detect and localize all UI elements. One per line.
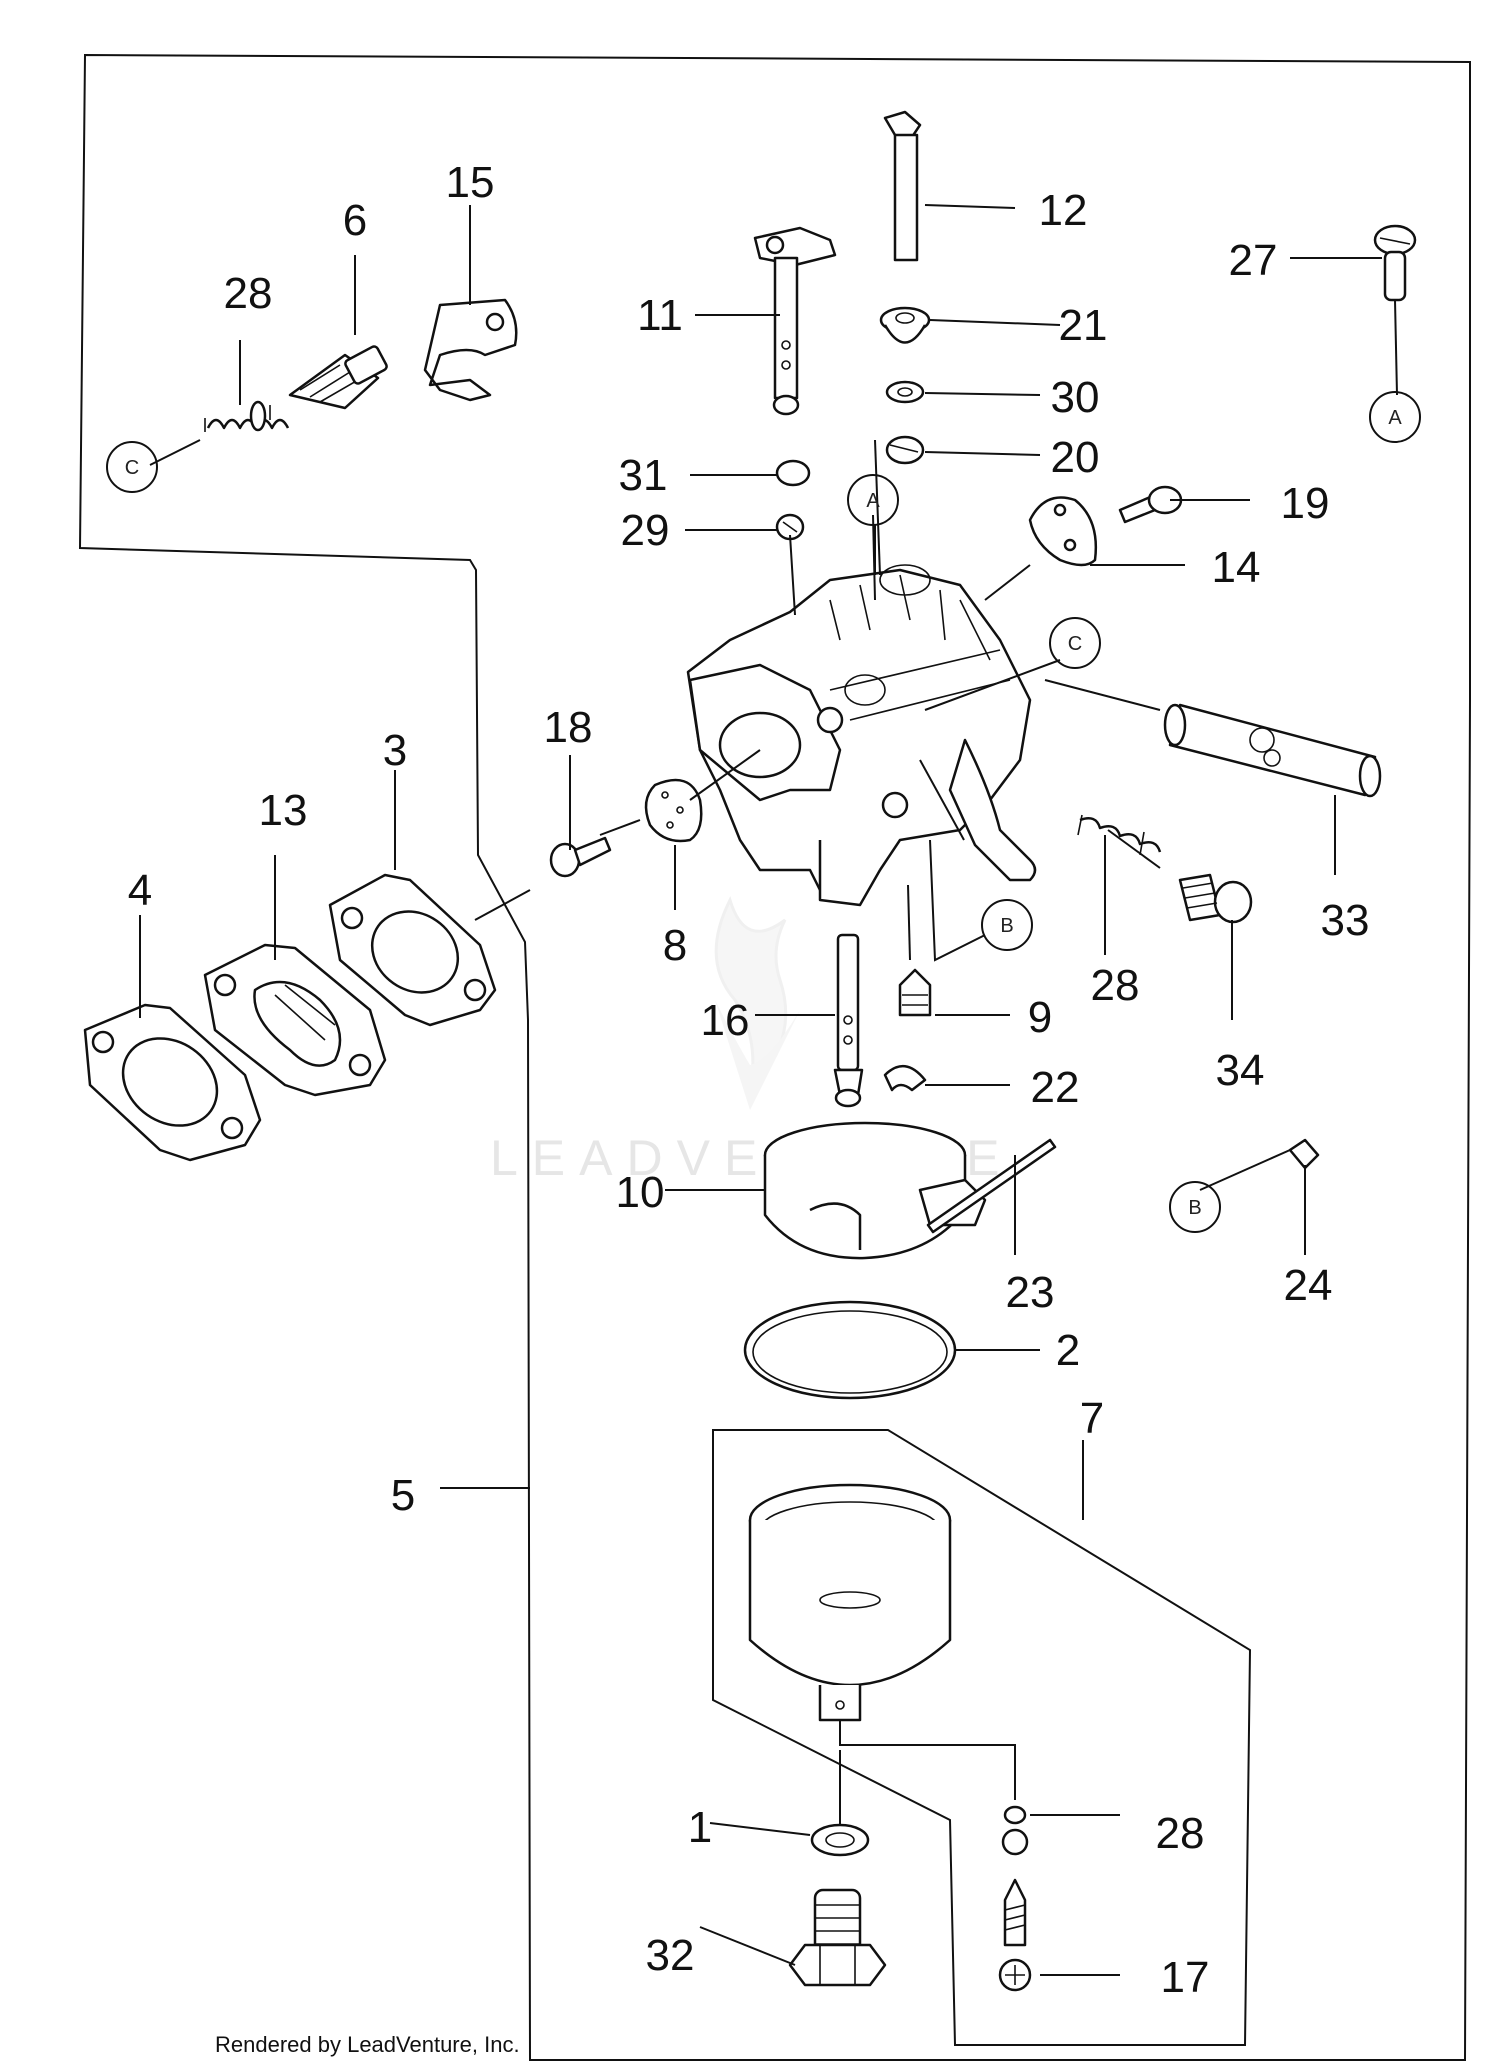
needle-valve-6 — [288, 345, 388, 410]
callout-34: 34 — [1216, 1046, 1265, 1095]
tube-33 — [1163, 703, 1382, 798]
gasket-3 — [328, 873, 497, 1027]
callout-28-top: 28 — [224, 269, 273, 318]
plug-28-lower — [1001, 1805, 1029, 1856]
choke-plate-14 — [1028, 496, 1097, 567]
callout-24: 24 — [1284, 1261, 1333, 1310]
clip-22 — [883, 1065, 927, 1092]
ref-marker-b-body: B — [981, 899, 1033, 951]
callout-27: 27 — [1229, 236, 1278, 285]
float-needle-9 — [898, 968, 932, 1017]
ref-marker-a-top: A — [1369, 391, 1421, 443]
spring-28-top — [204, 400, 290, 432]
ref-marker-b-side: B — [1169, 1181, 1221, 1233]
callout-11: 11 — [637, 291, 683, 340]
washer-1 — [810, 1823, 870, 1857]
callout-3: 3 — [383, 726, 407, 775]
callout-14: 14 — [1212, 543, 1261, 592]
callout-33: 33 — [1321, 896, 1370, 945]
screw-18 — [549, 836, 612, 878]
callout-5: 5 — [391, 1471, 415, 1520]
callout-23: 23 — [1006, 1268, 1055, 1317]
watermark-logo — [714, 895, 800, 1110]
pin-23 — [926, 1138, 1057, 1234]
throttle-shaft-11 — [753, 226, 837, 416]
throttle-plate-8 — [644, 778, 703, 843]
float-10 — [763, 1121, 987, 1260]
callout-15: 15 — [446, 158, 495, 207]
screw-27 — [1373, 224, 1417, 302]
clip-15 — [423, 298, 518, 402]
svg-text:B: B — [1188, 1197, 1201, 1219]
bowl-kit-outline — [712, 1429, 1252, 2046]
o-ring-2 — [743, 1300, 957, 1400]
ref-marker-c-left: C — [106, 441, 158, 493]
callout-16: 16 — [701, 996, 750, 1045]
float-bowl-7 — [748, 1483, 952, 1722]
callout-20: 20 — [1051, 433, 1100, 482]
svg-text:A: A — [866, 490, 880, 512]
emulsion-tube-16 — [833, 933, 864, 1108]
callout-29: 29 — [621, 506, 670, 555]
spring-28-right — [1077, 814, 1162, 856]
callout-32: 32 — [646, 1931, 695, 1980]
screw-34 — [1178, 873, 1253, 924]
callout-30: 30 — [1051, 373, 1100, 422]
callout-28-right: 28 — [1091, 961, 1140, 1010]
gasket-4 — [83, 1003, 262, 1162]
drain-screw-17 — [998, 1878, 1032, 1992]
svg-text:B: B — [1000, 915, 1013, 937]
callout-17: 17 — [1161, 1953, 1210, 2002]
callout-12: 12 — [1039, 186, 1088, 235]
svg-text:C: C — [1068, 633, 1082, 655]
seal-21 — [879, 306, 931, 344]
callout-22: 22 — [1031, 1063, 1080, 1112]
callout-labels: 1 2 3 4 5 6 7 8 9 10 11 12 13 14 15 16 1… — [128, 158, 1370, 2002]
footer-credit: Rendered by LeadVenture, Inc. — [215, 2032, 520, 2057]
choke-shaft-12 — [883, 110, 922, 262]
callout-8: 8 — [663, 921, 687, 970]
ref-marker-a-body: A — [847, 474, 899, 526]
ref-marker-c-body: C — [1049, 617, 1101, 669]
screw-19 — [1118, 485, 1183, 524]
washer-30 — [885, 380, 925, 404]
plug-20 — [885, 435, 925, 465]
callout-7: 7 — [1080, 1394, 1104, 1443]
drain-bolt-32 — [788, 1888, 887, 1987]
callout-4: 4 — [128, 866, 152, 915]
callout-6: 6 — [343, 196, 367, 245]
callout-31: 31 — [619, 451, 668, 500]
callout-28-lower: 28 — [1156, 1809, 1205, 1858]
screw-24 — [1288, 1138, 1320, 1170]
callout-9: 9 — [1028, 993, 1052, 1042]
kit-boundary-outline — [78, 53, 1471, 2061]
svg-text:C: C — [125, 457, 139, 479]
callout-19: 19 — [1281, 479, 1330, 528]
callout-1: 1 — [688, 1803, 712, 1852]
callout-2: 2 — [1056, 1326, 1080, 1375]
carburetor-body — [686, 564, 1037, 907]
svg-text:A: A — [1388, 407, 1402, 429]
leader-lines — [139, 204, 1398, 1976]
callout-10: 10 — [616, 1168, 665, 1217]
callout-13: 13 — [259, 786, 308, 835]
callout-21: 21 — [1059, 301, 1108, 350]
callout-18: 18 — [544, 703, 593, 752]
cap-31 — [775, 459, 811, 487]
insulator-13 — [203, 943, 387, 1097]
